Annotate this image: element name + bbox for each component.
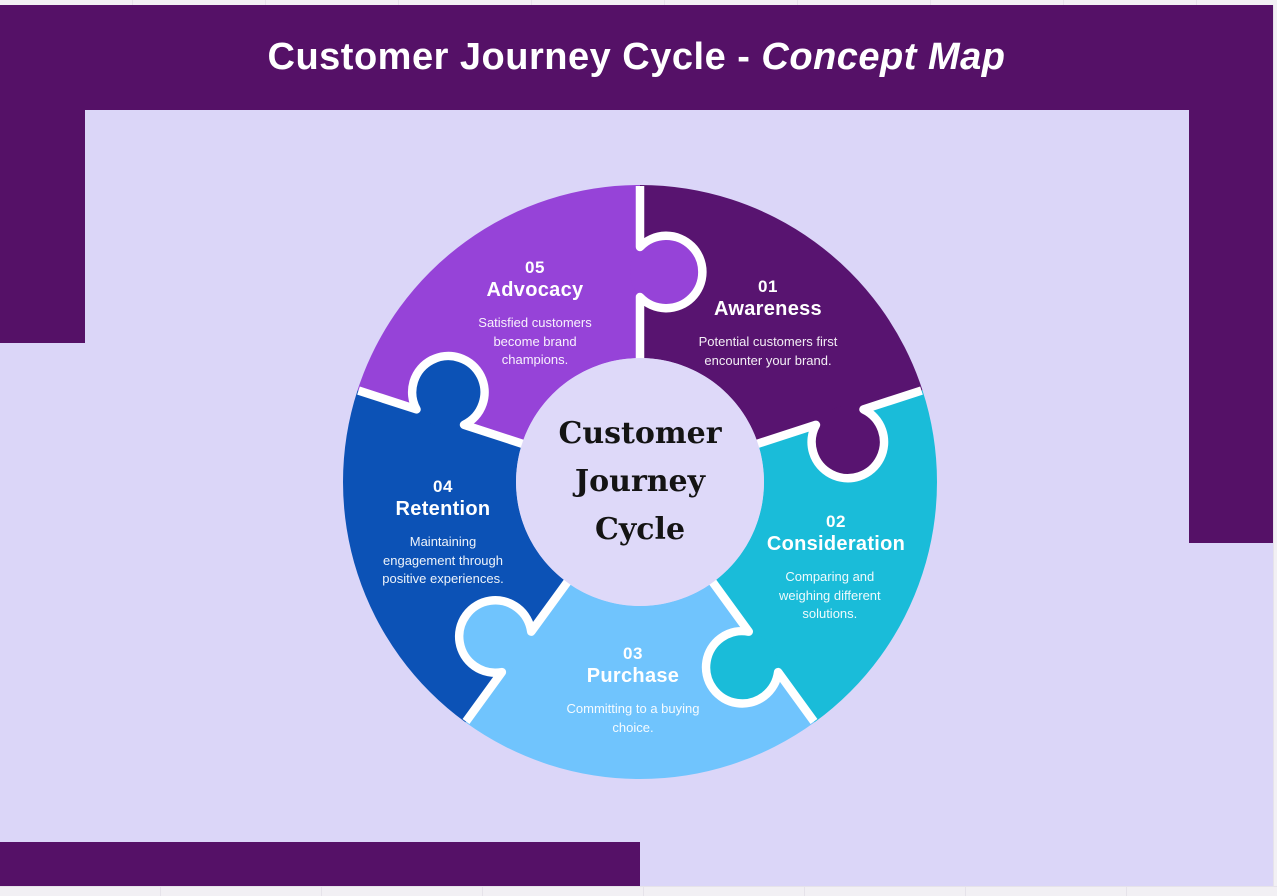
stage-04-retention: 04 Retention Maintaining engagement thro… bbox=[375, 476, 511, 589]
stage-number: 05 bbox=[525, 257, 545, 277]
page-title-accent: Concept Map bbox=[761, 36, 1006, 78]
knob-purchase bbox=[459, 600, 532, 673]
stage-name: Awareness bbox=[714, 298, 822, 320]
stage-name: Retention bbox=[395, 497, 491, 520]
stage-03-purchase: 03 Purchase Committing to a buying choic… bbox=[557, 643, 709, 737]
center-label-line: Customer bbox=[558, 416, 722, 451]
stage-01-awareness: 01 Awareness Potential customers first e… bbox=[684, 276, 852, 370]
customer-journey-puzzle-diagram bbox=[342, 184, 938, 780]
design-canvas: Customer Journey Cycle - Concept Map Cus… bbox=[0, 5, 1273, 886]
stage-number: 01 bbox=[758, 277, 778, 296]
center-label-line: Cycle bbox=[594, 512, 686, 547]
piece-divider bbox=[635, 186, 707, 366]
knob-retention bbox=[412, 356, 485, 429]
stage-description: Potential customers first encounter your… bbox=[698, 334, 838, 368]
sheet-frame-top bbox=[0, 0, 1277, 5]
page-title: Customer Journey Cycle - Concept Map bbox=[0, 5, 1273, 110]
center-label-line: Journey bbox=[574, 464, 706, 499]
decorative-block-left bbox=[0, 110, 85, 343]
piece-divider bbox=[357, 351, 531, 451]
stage-05-advocacy: 05 Advocacy Satisfied customers become b… bbox=[470, 257, 600, 370]
knob-awareness bbox=[811, 405, 884, 478]
piece-divider bbox=[749, 386, 923, 483]
stage-description: Maintaining engagement through positive … bbox=[382, 533, 504, 586]
stage-number: 04 bbox=[433, 476, 453, 496]
sheet-frame-right bbox=[1273, 5, 1277, 886]
decorative-block-right bbox=[1189, 110, 1273, 543]
piece-consideration bbox=[712, 390, 937, 723]
piece-awareness bbox=[640, 185, 923, 444]
knob-consideration bbox=[706, 631, 779, 704]
decorative-block-bottom bbox=[0, 842, 640, 886]
piece-divider bbox=[701, 573, 818, 724]
stage-description: Committing to a buying choice. bbox=[566, 701, 700, 735]
stage-name: Consideration bbox=[766, 532, 906, 555]
piece-divider bbox=[454, 573, 576, 724]
stage-description: Satisfied customers become brand champio… bbox=[478, 314, 592, 367]
diagram-center-label: Customer Journey Cycle bbox=[558, 410, 721, 554]
page-title-main: Customer Journey Cycle - bbox=[267, 36, 751, 78]
header-banner bbox=[0, 5, 1273, 110]
sheet-frame-bottom bbox=[0, 886, 1277, 896]
stage-name: Advocacy bbox=[486, 278, 584, 301]
stage-number: 03 bbox=[623, 644, 643, 663]
knob-advocacy bbox=[630, 236, 702, 308]
stage-description: Comparing and weighing different solutio… bbox=[778, 568, 881, 621]
stage-name: Purchase bbox=[586, 665, 680, 687]
stage-number: 02 bbox=[826, 511, 846, 531]
diagram-center-circle bbox=[516, 358, 764, 606]
stage-02-consideration: 02 Consideration Comparing and weighing … bbox=[767, 511, 905, 624]
